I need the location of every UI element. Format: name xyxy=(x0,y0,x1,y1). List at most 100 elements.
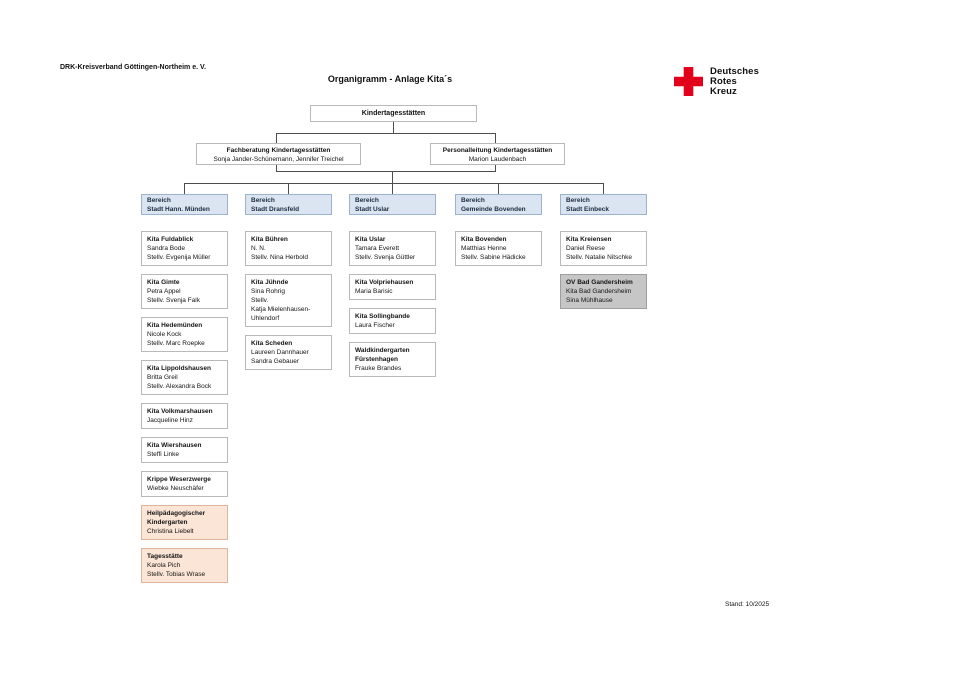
connector-line xyxy=(276,133,496,134)
card-text-line: Stellv. Evgenija Müller xyxy=(147,254,211,261)
card-title-line: Kita Hedemünden xyxy=(147,322,203,329)
connector-line xyxy=(184,183,604,184)
card-title-line: Kita Fuldablick xyxy=(147,236,194,243)
card-text-line: Sandra Gebauer xyxy=(251,358,300,365)
node-title: Personalleitung Kindertagesstätten xyxy=(442,147,553,154)
branch-title: Bereich xyxy=(566,197,590,204)
card-text-line: Nicole Kock xyxy=(147,331,182,338)
card-text-line: Karola Pich xyxy=(147,562,181,569)
drk-logo: Deutsches Rotes Kreuz xyxy=(674,67,759,101)
logo-line: Rotes xyxy=(710,76,737,87)
connector-line xyxy=(393,122,394,133)
card-title-line: Krippe Weserzwerge xyxy=(147,476,211,483)
node-fachberatung: Fachberatung Kindertagesstätten Sonja Ja… xyxy=(196,143,361,165)
card-title-line: Kita Bovenden xyxy=(461,236,507,243)
connector-line xyxy=(603,183,604,194)
card-text-line: Uhlendorf xyxy=(251,315,280,322)
card-text-line: Frauke Brandes xyxy=(355,365,402,372)
page-title: Organigramm - Anlage Kita´s xyxy=(327,74,453,84)
card-text-line: N. N. xyxy=(251,245,266,252)
card-title-line: Tagesstätte xyxy=(147,553,183,560)
branch-subtitle: Gemeinde Bovenden xyxy=(461,205,526,213)
card-text-line: Stellv. xyxy=(251,297,269,304)
logo-text: Deutsches Rotes Kreuz xyxy=(710,67,759,97)
card-text-line: Katja Mielenhausen- xyxy=(251,306,311,313)
branch-title: Bereich xyxy=(461,197,485,204)
node-names: Marion Laudenbach xyxy=(468,156,527,163)
node-names: Sonja Jander-Schünemann, Jennifer Treich… xyxy=(213,156,344,163)
connector-line xyxy=(495,133,496,143)
logo-line: Kreuz xyxy=(710,86,737,97)
card-text-line: Matthias Henne xyxy=(461,245,507,252)
card-text-line: Stellv. Svenja Falk xyxy=(147,297,200,304)
card-title-line: Fürstenhagen xyxy=(355,356,398,363)
red-cross-icon xyxy=(674,67,703,101)
node-personalleitung: Personalleitung Kindertagesstätten Mario… xyxy=(430,143,565,165)
card-text-line: Wiebke Neuschäfer xyxy=(147,485,204,492)
card-title-line: Kita Lippoldshausen xyxy=(147,365,211,372)
kita-card: Kita Bühren N. N. Stellv. Nina Herbold xyxy=(245,231,332,266)
card-text-line: Christina Liebelt xyxy=(147,528,194,535)
node-title: Fachberatung Kindertagesstätten xyxy=(226,147,331,154)
connector-line xyxy=(495,165,496,171)
connector-line xyxy=(288,183,289,194)
card-text-line: Stellv. Natalie Nitschke xyxy=(566,254,632,261)
card-title-line: Kita Bühren xyxy=(251,236,288,243)
connector-line xyxy=(498,183,499,194)
connector-line xyxy=(276,171,496,172)
card-title-line: Kita Jühnde xyxy=(251,279,289,286)
card-title-line: Kita Volpriehausen xyxy=(355,279,414,286)
card-text-line: Stellv. Tobias Wrase xyxy=(147,571,206,578)
branch-title: Bereich xyxy=(251,197,275,204)
org-name: DRK-Kreisverband Göttingen-Northeim e. V… xyxy=(60,64,206,71)
card-text-line: Stellv. Nina Herbold xyxy=(251,254,308,261)
card-text-line: Maria Barisic xyxy=(355,288,393,295)
card-title-line: Kita Scheden xyxy=(251,340,293,347)
branch-subtitle: Stadt Dransfeld xyxy=(251,205,300,213)
card-text-line: Stellv. Marc Roepke xyxy=(147,340,205,347)
card-title-line: Kita Kreiensen xyxy=(566,236,612,243)
connector-line xyxy=(392,183,393,194)
card-text-line: Steffi Linke xyxy=(147,451,180,458)
card-text-line: Daniel Reese xyxy=(566,245,606,252)
card-title-line: Kita Sollingbande xyxy=(355,313,410,320)
card-text-line: Sandra Bode xyxy=(147,245,185,252)
card-text-line: Jacqueline Hinz xyxy=(147,417,193,424)
branch-title: Bereich xyxy=(147,197,171,204)
card-text-line: Stellv. Sabine Hädicke xyxy=(461,254,526,261)
connector-line xyxy=(276,165,277,171)
branch-title: Bereich xyxy=(355,197,379,204)
card-text-line: Laureen Dannhauer xyxy=(251,349,309,356)
root-node: Kindertagesstätten xyxy=(310,105,477,122)
card-title-line: Heilpädagogischer xyxy=(147,510,206,517)
card-title-line: Kita Wiershausen xyxy=(147,442,202,449)
branch-subtitle: Stadt Einbeck xyxy=(566,205,609,213)
card-text-line: Laura Fischer xyxy=(355,322,395,329)
card-title-line: Kita Gimte xyxy=(147,279,180,286)
card-text-line: Petra Appel xyxy=(147,288,181,295)
card-text-line: Sina Mühlhause xyxy=(566,297,613,304)
card-title-line: OV Bad Gandersheim xyxy=(566,279,633,286)
connector-line xyxy=(276,133,277,143)
